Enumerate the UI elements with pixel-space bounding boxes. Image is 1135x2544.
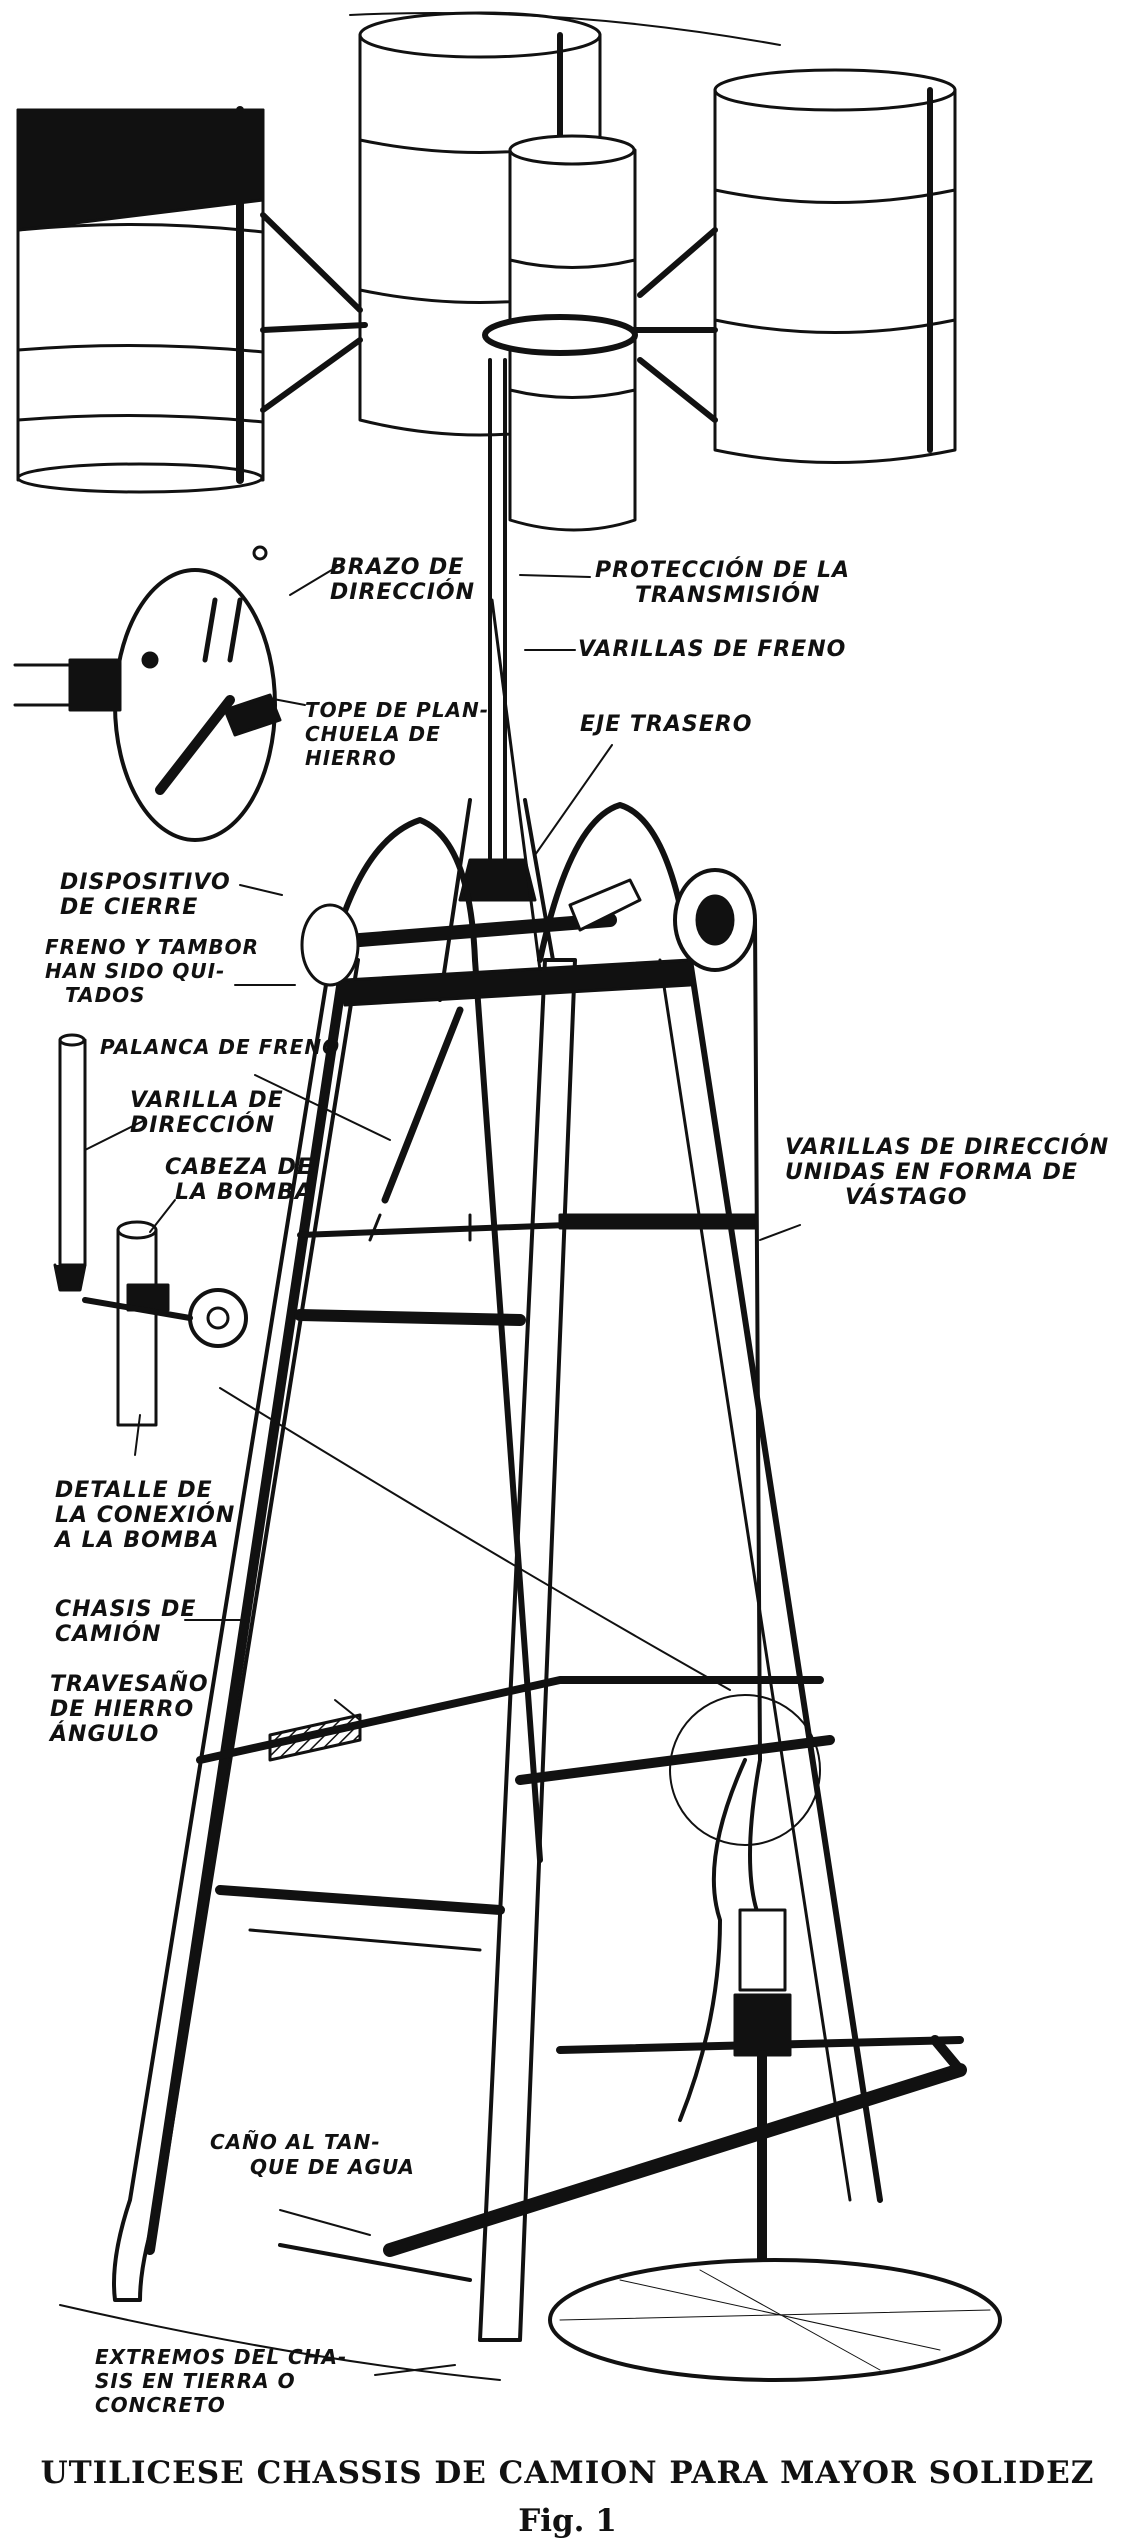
label-detalle-line3: A LA BOMBA xyxy=(55,1528,220,1553)
label-varillas-dir-line1: VARILLAS DE DIRECCIÓN xyxy=(785,1135,1110,1160)
label-cabeza-line2: LA BOMBA xyxy=(175,1180,313,1205)
leader-lines xyxy=(84,564,801,2376)
label-brazo: BRAZO DE DIRECCIÓN xyxy=(330,555,475,605)
label-travesano: TRAVESAÑO DE HIERRO ÁNGULO xyxy=(50,1672,209,1747)
label-freno-line3: TADOS xyxy=(65,983,146,1007)
label-varillas-freno: VARILLAS DE FRENO xyxy=(578,637,847,662)
label-dispositivo-line2: DE CIERRE xyxy=(60,895,199,920)
label-extremos-line3: CONCRETO xyxy=(95,2393,226,2417)
label-extremos-line1: EXTREMOS DEL CHA- xyxy=(95,2345,348,2369)
label-detalle-line1: DETALLE DE xyxy=(55,1478,213,1503)
label-eje-trasero: EJE TRASERO xyxy=(580,712,753,737)
label-freno-line1: FRENO Y TAMBOR xyxy=(45,935,259,959)
label-brazo-line1: BRAZO DE xyxy=(330,555,465,580)
pump-assembly xyxy=(669,1694,821,2302)
label-detalle-conexion: DETALLE DE LA CONEXIÓN A LA BOMBA xyxy=(55,1478,235,1553)
label-varilla-direccion: VARILLA DE DIRECCIÓN xyxy=(130,1088,284,1138)
label-cano-line1: CAÑO AL TAN- xyxy=(210,2130,381,2154)
rotor-arms xyxy=(260,212,718,423)
label-tope-line2: CHUELA DE xyxy=(305,722,441,746)
concrete-base xyxy=(548,2258,1002,2382)
label-freno-line2: HAN SIDO QUI- xyxy=(45,959,226,983)
label-varillas-dir-line3: VÁSTAGO xyxy=(845,1185,968,1210)
label-varilla-line1: VARILLA DE xyxy=(130,1088,284,1113)
label-dispositivo: DISPOSITIVO DE CIERRE xyxy=(60,870,231,920)
pump-connection-inset xyxy=(53,1033,248,1427)
label-dispositivo-line1: DISPOSITIVO xyxy=(60,870,231,895)
label-detalle-line2: LA CONEXIÓN xyxy=(55,1503,236,1528)
label-travesano-line2: DE HIERRO xyxy=(50,1697,195,1722)
label-brazo-line2: DIRECCIÓN xyxy=(330,580,476,605)
figure-caption: UTILICESE CHASSIS DE CAMION PARA MAYOR S… xyxy=(40,2455,1095,2491)
rotation-line xyxy=(349,12,781,46)
label-cano-tanque: CAÑO AL TAN- QUE DE AGUA xyxy=(210,2130,415,2180)
water-pipe xyxy=(383,2063,967,2257)
label-tope: TOPE DE PLAN- CHUELA DE HIERRO xyxy=(305,698,489,770)
chassis-tower xyxy=(112,802,964,2342)
label-cano-line2: QUE DE AGUA xyxy=(250,2155,415,2179)
label-tope-line3: HIERRO xyxy=(305,746,397,770)
label-chasis-line2: CAMIÓN xyxy=(55,1622,162,1647)
label-freno-tambor: FRENO Y TAMBOR HAN SIDO QUI- TADOS xyxy=(45,935,259,1007)
brake-lever xyxy=(381,1006,464,1204)
label-tope-line1: TOPE DE PLAN- xyxy=(305,698,490,722)
label-cabeza-bomba: CABEZA DE LA BOMBA xyxy=(165,1155,313,1205)
label-varillas-direccion: VARILLAS DE DIRECCIÓN UNIDAS EN FORMA DE… xyxy=(785,1135,1109,1210)
label-chasis-camion: CHASIS DE CAMIÓN xyxy=(55,1597,196,1647)
transmission-shaft xyxy=(438,358,562,1002)
ground-line xyxy=(59,2304,501,2381)
label-cabeza-line1: CABEZA DE xyxy=(165,1155,313,1180)
drum-right xyxy=(713,68,957,464)
label-chasis-line1: CHASIS DE xyxy=(55,1597,197,1622)
label-proteccion-line2: TRANSMISIÓN xyxy=(635,583,821,608)
label-travesano-line1: TRAVESAÑO xyxy=(50,1672,209,1697)
steering-arm-inset xyxy=(13,545,282,842)
drum-left xyxy=(16,106,265,494)
rear-axle xyxy=(300,868,762,1762)
label-extremos-line2: SIS EN TIERRA O xyxy=(95,2369,296,2393)
label-extremos-chasis: EXTREMOS DEL CHA- SIS EN TIERRA O CONCRE… xyxy=(95,2345,347,2417)
label-varilla-line2: DIRECCIÓN xyxy=(130,1113,276,1138)
label-proteccion: PROTECCIÓN DE LA TRANSMISIÓN xyxy=(595,558,850,608)
label-proteccion-line1: PROTECCIÓN DE LA xyxy=(595,558,851,583)
label-travesano-line3: ÁNGULO xyxy=(50,1722,160,1747)
figure-number: Fig. 1 xyxy=(518,2503,617,2539)
label-palanca-freno: PALANCA DE FRENO xyxy=(100,1035,341,1059)
label-varillas-dir-line2: UNIDAS EN FORMA DE xyxy=(785,1160,1078,1185)
